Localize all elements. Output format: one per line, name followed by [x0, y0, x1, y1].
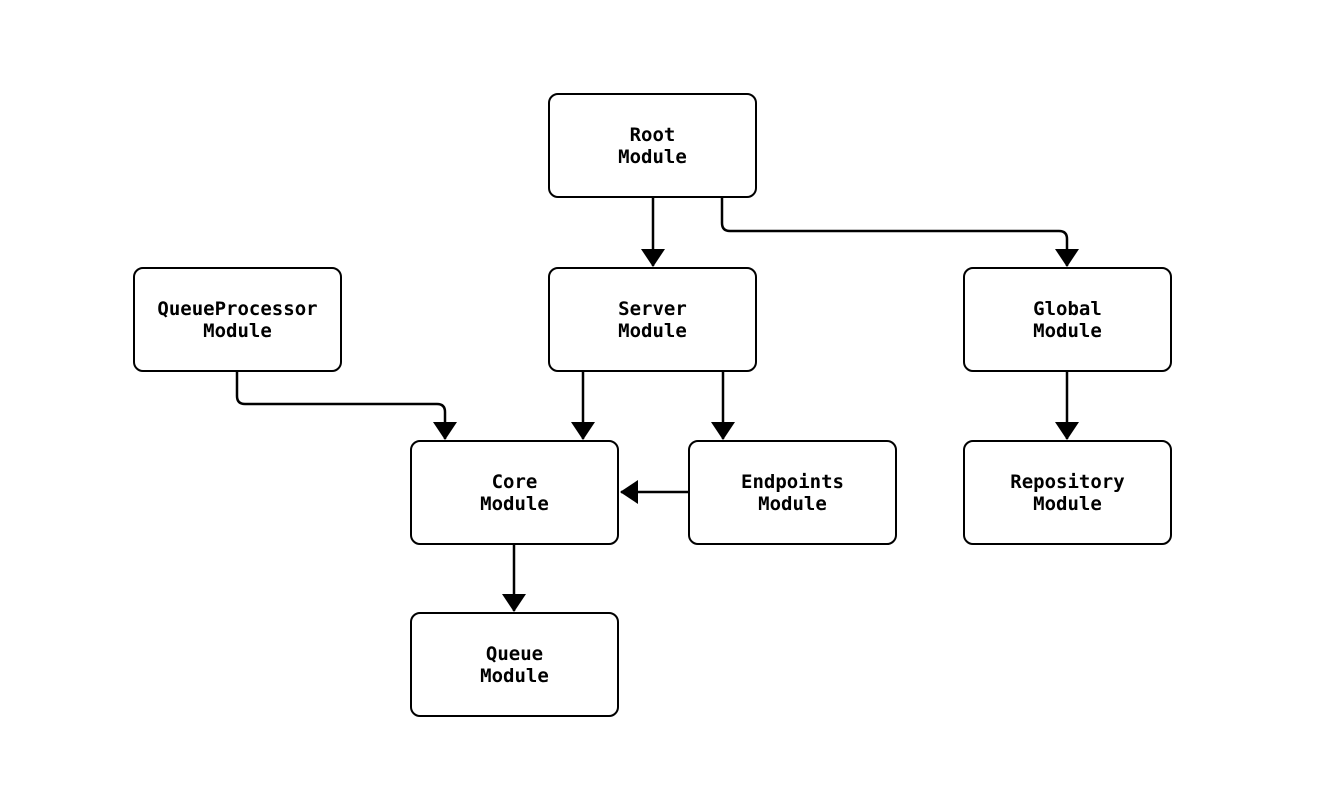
node-repository-module: Repository Module: [963, 440, 1172, 545]
node-core-module: Core Module: [410, 440, 619, 545]
node-server-module: Server Module: [548, 267, 757, 372]
node-root-module: Root Module: [548, 93, 757, 198]
node-global-module: Global Module: [963, 267, 1172, 372]
node-queue-module: Queue Module: [410, 612, 619, 717]
edge-root-to-global: [720, 198, 1079, 267]
node-endpoints-module: Endpoints Module: [688, 440, 897, 545]
edge-queueprocessor-to-core: [235, 372, 457, 440]
node-queueprocessor-module: QueueProcessor Module: [133, 267, 342, 372]
